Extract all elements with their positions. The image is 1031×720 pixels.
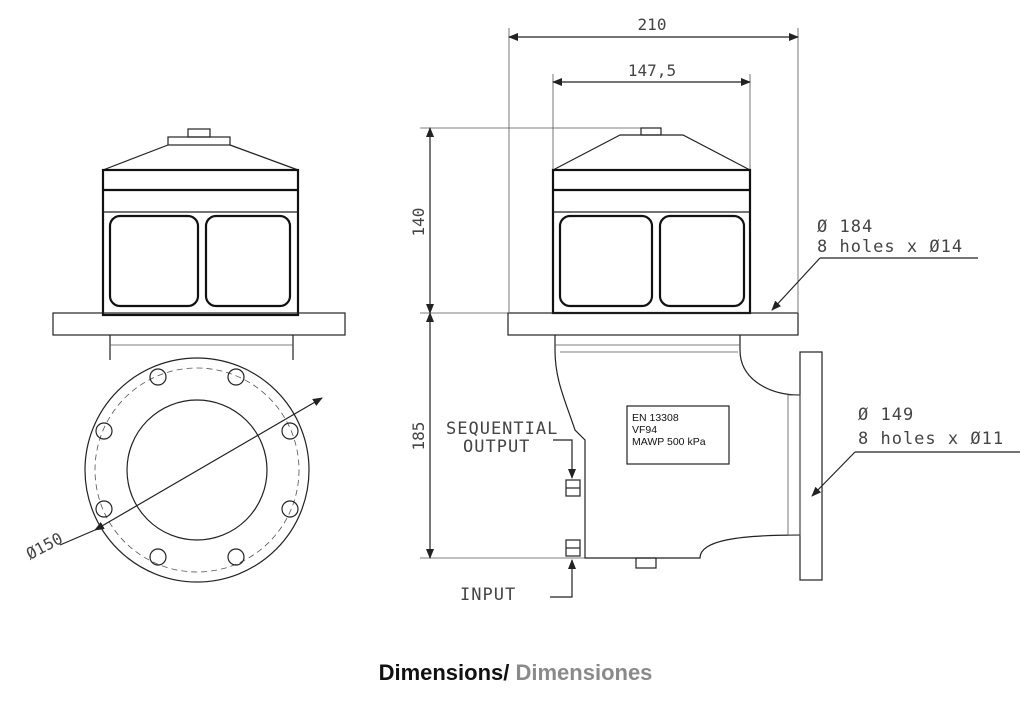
caption-english: Dimensions/ [378,660,510,685]
flange-bolt-holes [95,368,299,566]
bore-diameter-label: Ø150 [23,529,66,564]
nameplate-line2: VF94 [632,424,657,436]
technical-drawing: Ø150 210 147,5 140 185 [23,15,1020,605]
sequential-output-fitting [565,479,581,497]
side-flange-note-line2: 8 holes x Ø11 [858,429,1004,449]
top-flange-note-line2: 8 holes x Ø14 [817,237,963,257]
nameplate-line1: EN 13308 [632,412,679,424]
mesh-panel-left [108,214,200,308]
mesh-panel-right [204,214,292,308]
sequential-label-line1: SEQUENTIAL [446,419,558,439]
cap-cone [102,144,299,171]
overall-width-label: 210 [638,15,667,34]
side-cap-cone [552,134,751,171]
top-flange-note-line1: Ø 184 [817,217,873,237]
front-view: Ø150 [23,128,346,583]
top-height-label: 140 [409,208,428,237]
side-view: 210 147,5 140 185 [409,15,1020,605]
bottom-height-label: 185 [409,422,428,451]
cap-collar [167,136,231,146]
nameplate-line3: MAWP 500 kPa [632,436,706,448]
mesh-housing [101,168,300,317]
side-top-flange [507,312,799,336]
input-fitting [565,539,581,557]
caption-spanish: Dimensiones [509,660,653,685]
nameplate [626,405,730,465]
figure-caption: Dimensions/ Dimensiones [0,660,1031,686]
valve-body [554,335,801,559]
top-flange [52,312,346,336]
side-flange [799,351,823,581]
side-flange-note-line1: Ø 149 [858,405,914,425]
input-label: INPUT [460,585,516,605]
cap-knob [187,128,211,138]
body-width-label: 147,5 [628,61,676,80]
sequential-label-line2: OUTPUT [463,437,530,457]
